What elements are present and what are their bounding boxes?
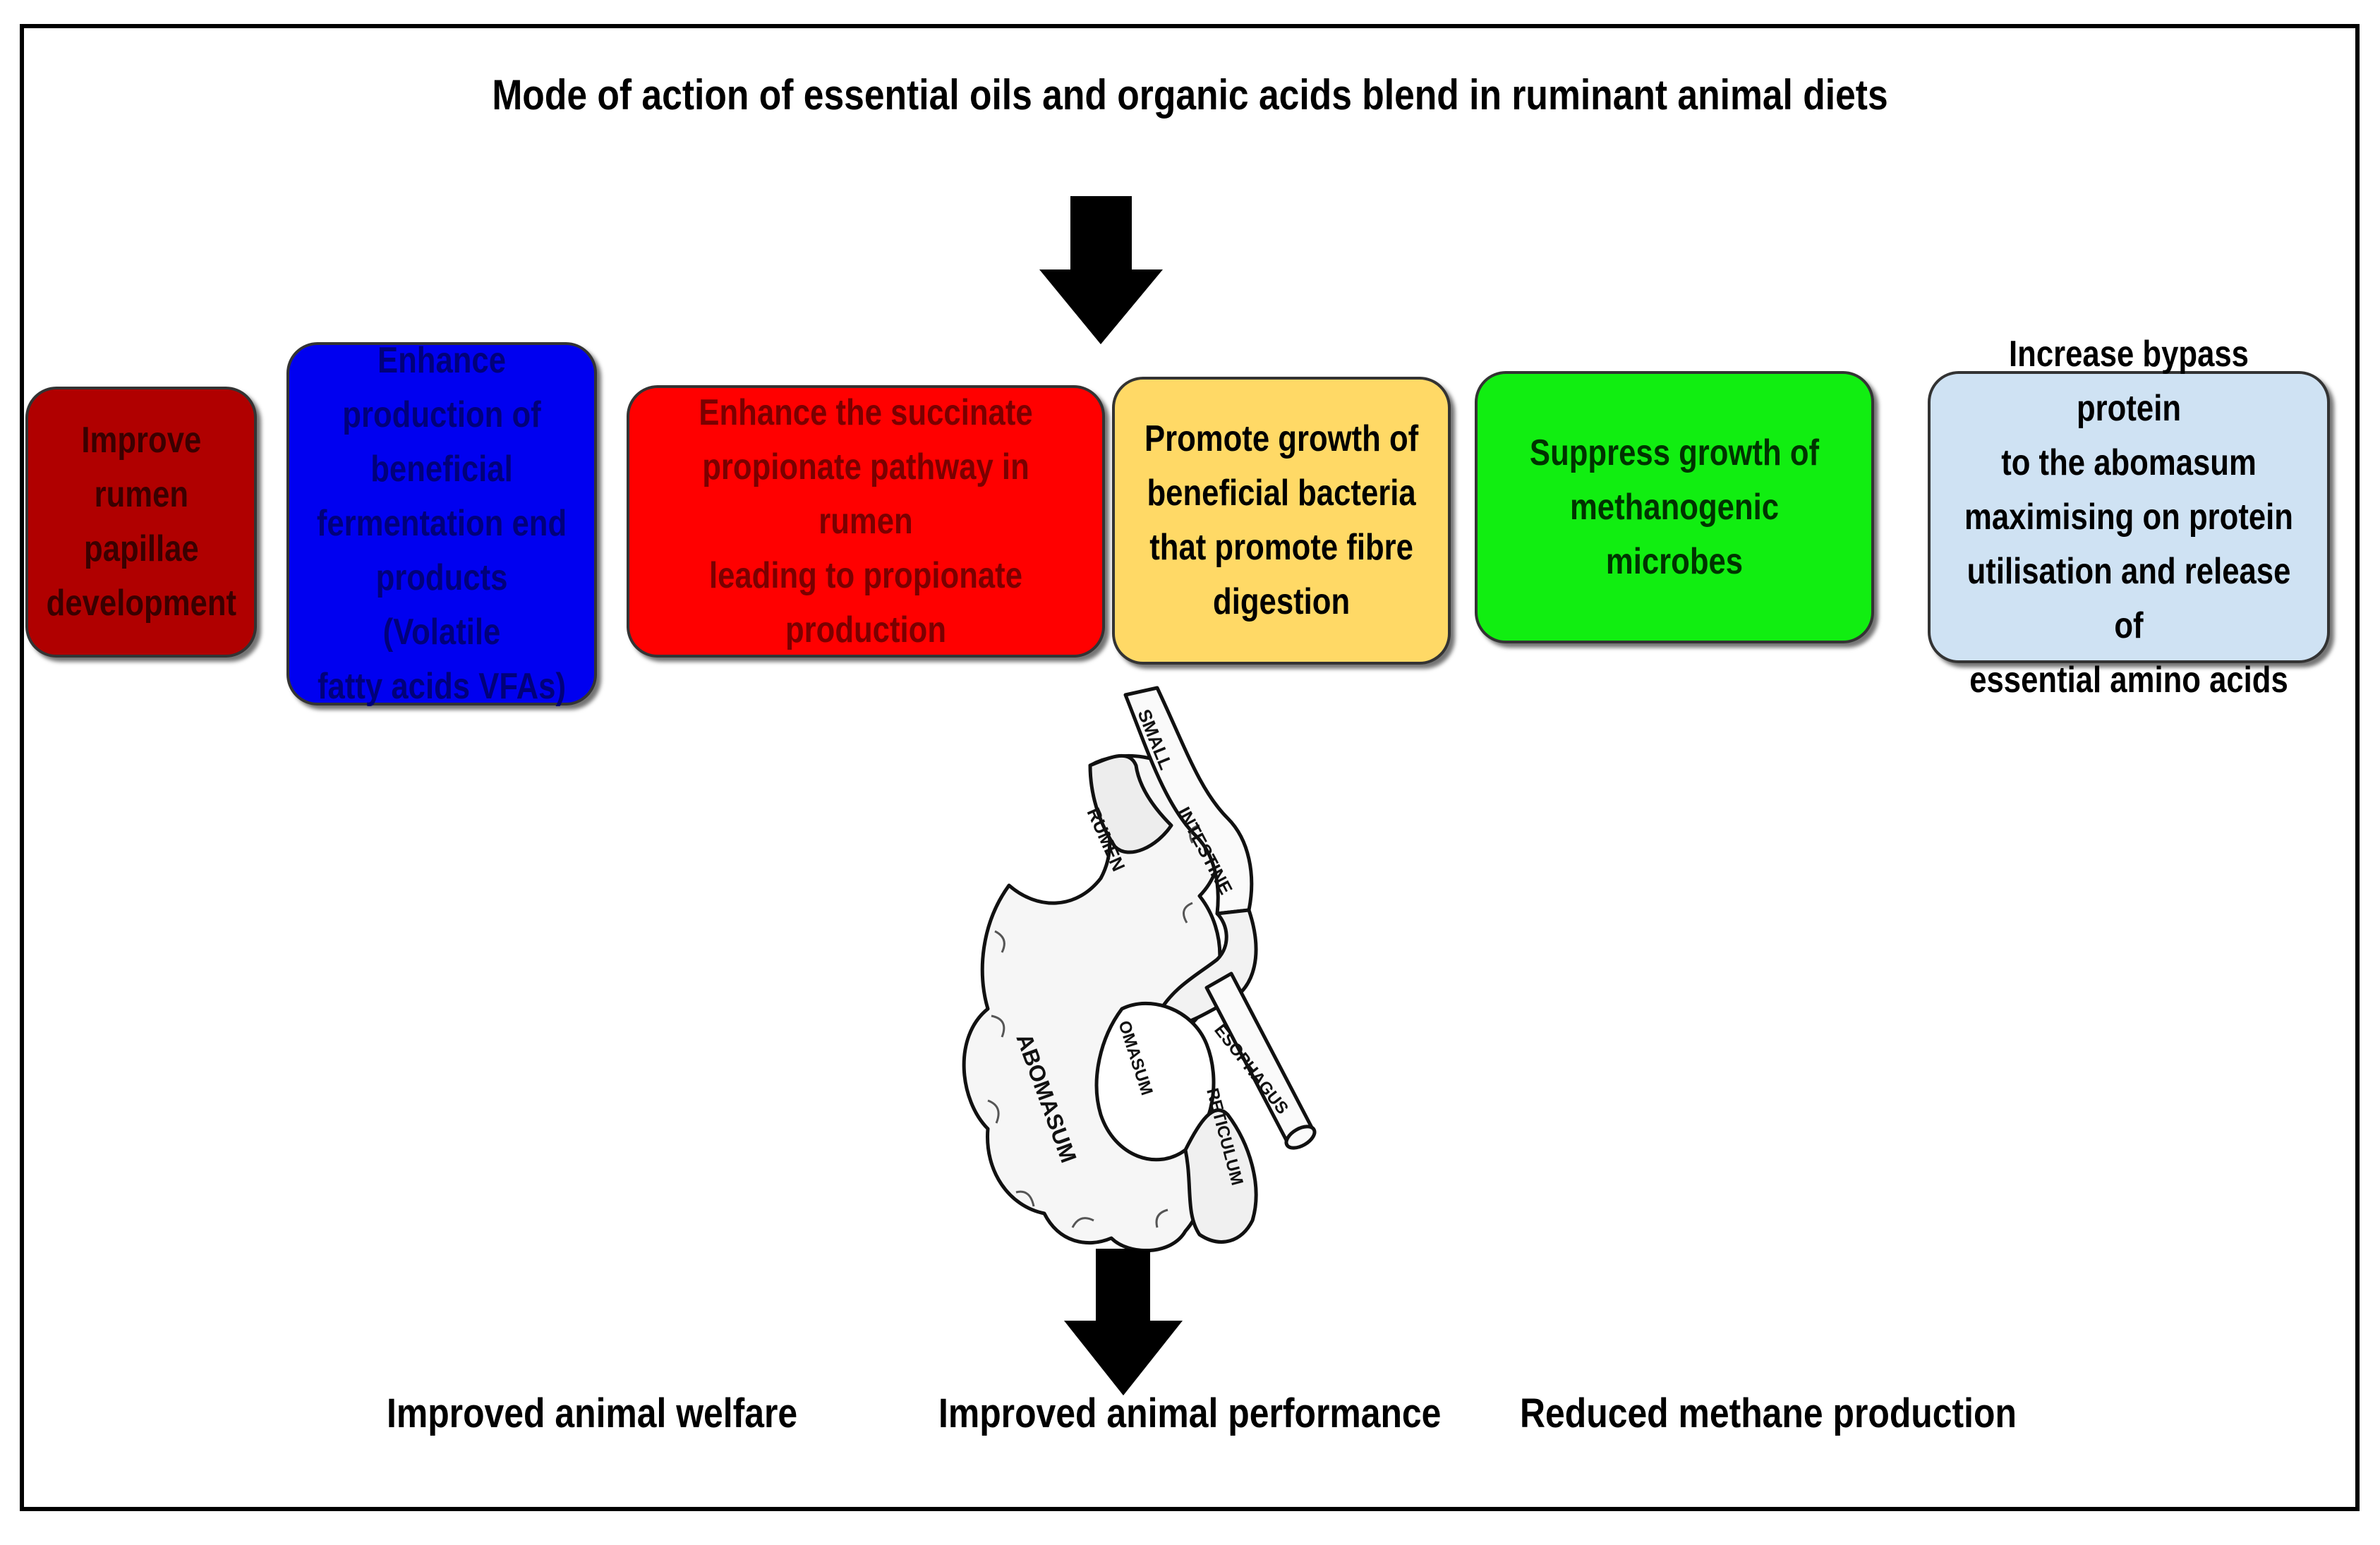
- outcome-methane: Reduced methane production: [1520, 1390, 2017, 1436]
- box-fermentation-products-text: Enhance production of beneficial ferment…: [316, 340, 567, 707]
- down-arrow-bottom: [1064, 1249, 1183, 1395]
- box-fermentation-products: Enhance production of beneficial ferment…: [286, 340, 597, 707]
- figure-frame: [20, 24, 2360, 1511]
- box-rumen-papillae-text: Improve rumen papillae development: [46, 420, 236, 624]
- outcome-performance: Improved animal performance: [938, 1390, 1442, 1436]
- diagram-title: Mode of action of essential oils and org…: [492, 71, 1888, 119]
- box-bypass-protein: Increase bypass protein to the abomasum …: [1928, 334, 2330, 701]
- box-propionate-pathway-text: Enhance the succinate propionate pathway…: [699, 392, 1033, 650]
- down-arrow-top: [1039, 196, 1163, 344]
- box-methanogenic: Suppress growth of methanogenic microbes: [1475, 371, 1874, 643]
- box-propionate-pathway: Enhance the succinate propionate pathway…: [627, 385, 1105, 658]
- box-rumen-papillae: Improve rumen papillae development: [25, 387, 257, 658]
- ruminant-stomach-illustration: [962, 686, 1317, 1253]
- box-beneficial-bacteria: Promote growth of beneficial bacteria th…: [1112, 377, 1451, 665]
- box-methanogenic-text: Suppress growth of methanogenic microbes: [1529, 432, 1820, 582]
- box-beneficial-bacteria-text: Promote growth of beneficial bacteria th…: [1144, 418, 1419, 622]
- box-bypass-protein-text: Increase bypass protein to the abomasum …: [1964, 333, 2293, 701]
- outcome-welfare: Improved animal welfare: [387, 1390, 798, 1436]
